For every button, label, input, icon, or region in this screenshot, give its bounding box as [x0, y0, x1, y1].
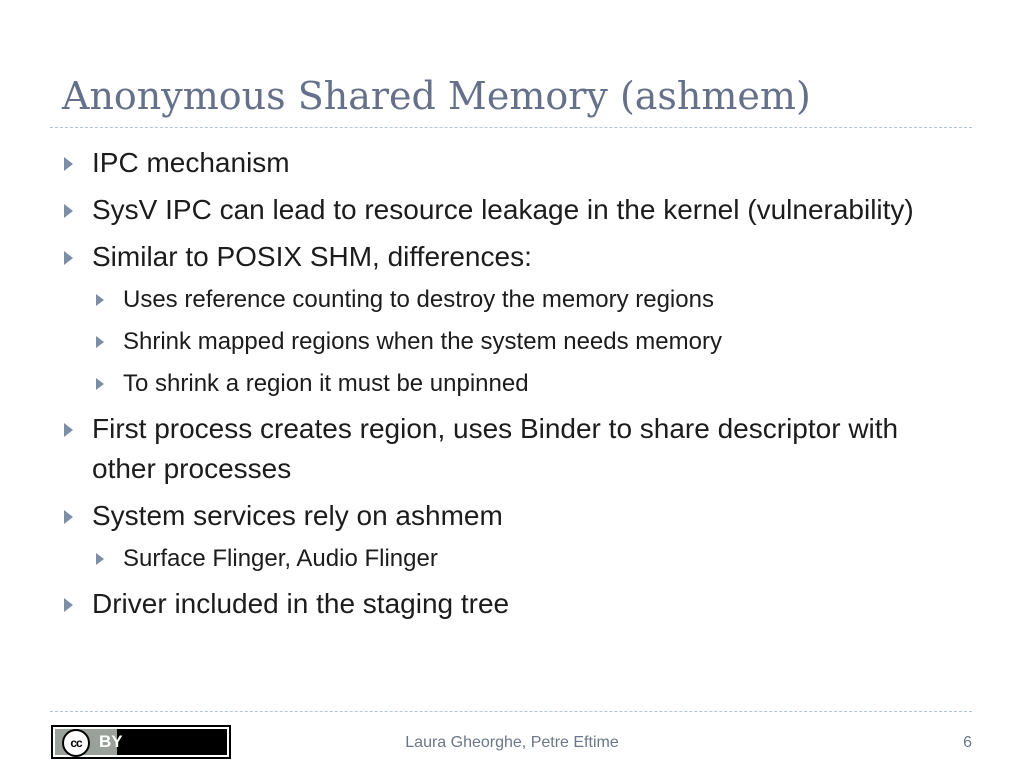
bullet-list: IPC mechanism SysV IPC can lead to resou… [62, 143, 962, 631]
bullet-item: IPC mechanism [62, 143, 962, 183]
bullet-item: System services rely on ashmem Surface F… [62, 496, 962, 576]
creative-commons-by-icon: cc BY [51, 725, 231, 759]
bullet-text: First process creates region, uses Binde… [92, 413, 899, 484]
sub-bullet-item: Uses reference counting to destroy the m… [92, 283, 962, 317]
slide-title: Anonymous Shared Memory (ashmem) [62, 74, 811, 118]
title-divider [50, 127, 972, 128]
bullet-item: Similar to POSIX SHM, differences: Uses … [62, 237, 962, 401]
bullet-icon [64, 510, 73, 524]
bullet-text: Driver included in the staging tree [92, 588, 510, 619]
sub-bullet-icon [96, 553, 104, 565]
sub-bullet-list: Surface Flinger, Audio Flinger [92, 542, 962, 576]
license-by-label: BY [99, 732, 123, 751]
bullet-item: First process creates region, uses Binde… [62, 409, 962, 489]
bullet-text: IPC mechanism [92, 147, 290, 178]
page-number: 6 [963, 734, 972, 751]
bullet-icon [64, 423, 73, 437]
sub-bullet-item: Shrink mapped regions when the system ne… [92, 325, 962, 359]
sub-bullet-text: Shrink mapped regions when the system ne… [123, 328, 722, 355]
license-badge-body: cc BY [55, 729, 227, 757]
bullet-icon [64, 204, 73, 218]
footer-authors: Laura Gheorghe, Petre Eftime [405, 734, 619, 751]
sub-bullet-icon [96, 336, 104, 348]
bullet-icon [64, 157, 73, 171]
footer-divider [50, 711, 972, 712]
sub-bullet-item: To shrink a region it must be unpinned [92, 367, 962, 401]
license-badge-left: cc [55, 729, 117, 757]
bullet-icon [64, 598, 73, 612]
bullet-text: Similar to POSIX SHM, differences: [92, 241, 532, 272]
bullet-item: SysV IPC can lead to resource leakage in… [62, 190, 962, 230]
sub-bullet-text: To shrink a region it must be unpinned [123, 370, 529, 397]
sub-bullet-icon [96, 294, 104, 306]
sub-bullet-list: Uses reference counting to destroy the m… [92, 283, 962, 401]
bullet-text: SysV IPC can lead to resource leakage in… [92, 194, 914, 225]
sub-bullet-text: Uses reference counting to destroy the m… [123, 286, 714, 313]
cc-circle-icon: cc [62, 729, 90, 757]
bullet-text: System services rely on ashmem [92, 500, 503, 531]
bullet-icon [64, 251, 73, 265]
sub-bullet-icon [96, 378, 104, 390]
bullet-item: Driver included in the staging tree [62, 584, 962, 624]
sub-bullet-text: Surface Flinger, Audio Flinger [123, 545, 438, 572]
sub-bullet-item: Surface Flinger, Audio Flinger [92, 542, 962, 576]
